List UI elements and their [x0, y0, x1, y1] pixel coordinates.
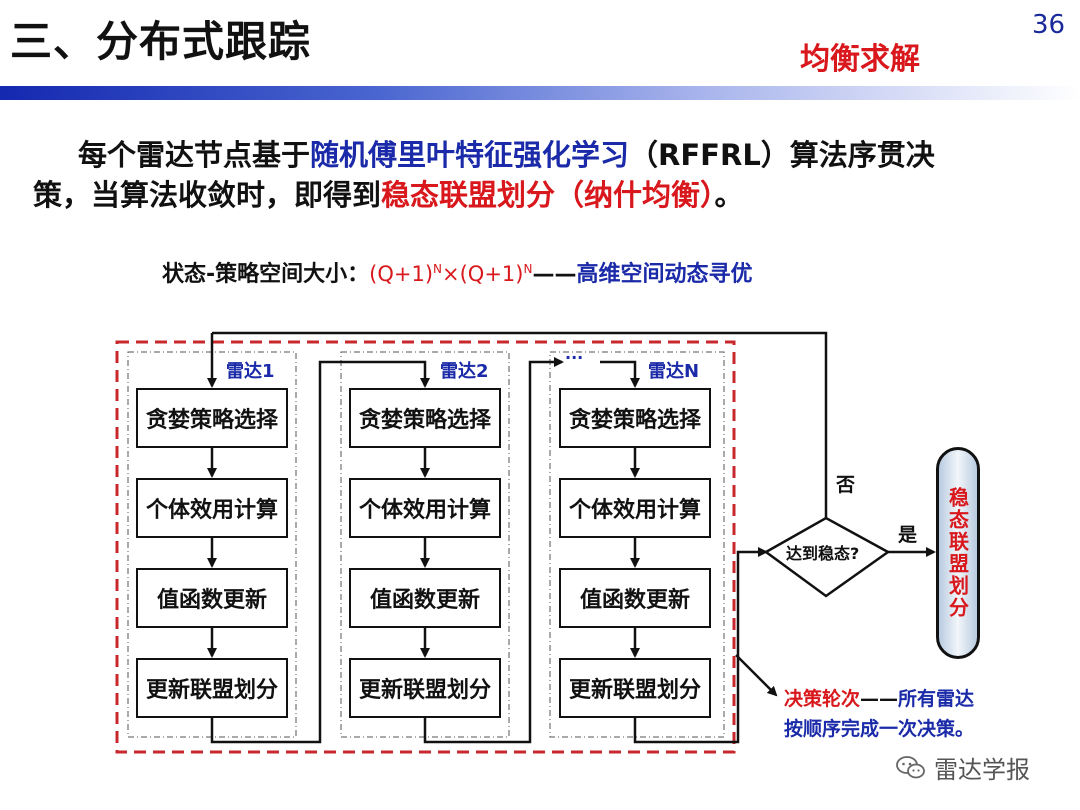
intro-text: （RFFRL）算法序贯决 — [629, 138, 935, 172]
result-box: 稳态联盟划分 — [936, 447, 980, 659]
formula-sup: N — [523, 262, 533, 276]
result-label: 稳态联盟划分 — [945, 487, 970, 619]
step-value-update: 值函数更新 — [349, 568, 501, 628]
intro-method: 随机傅里叶特征强化学习 — [310, 138, 630, 172]
step-value-update: 值函数更新 — [136, 568, 288, 628]
intro-text: 。 — [714, 178, 744, 212]
step-greedy-selection: 贪婪策略选择 — [559, 388, 711, 448]
intro-line-1: 每个雷达节点基于随机傅里叶特征强化学习（RFFRL）算法序贯决 — [78, 132, 935, 174]
decision-label: 达到稳态? — [786, 544, 860, 563]
space-desc: 高维空间动态寻优 — [576, 262, 753, 287]
ellipsis-marker: ... — [565, 344, 584, 363]
intro-line-2: 策，当算法收敛时，即得到稳态联盟划分（纳什均衡）。 — [33, 172, 744, 214]
radar-label-2: 雷达2 — [440, 361, 489, 382]
step-utility-calc: 个体效用计算 — [136, 478, 288, 538]
space-dash: —— — [532, 262, 577, 287]
formula-times: × — [442, 262, 460, 286]
decision-no-label: 否 — [836, 474, 856, 496]
intro-text: 每个雷达节点基于 — [78, 138, 311, 172]
round-dash: —— — [860, 688, 899, 710]
round-note-line-1: 决策轮次——所有雷达 — [784, 684, 974, 711]
connector-lines — [207, 331, 936, 744]
space-size-line: 状态-策略空间大小：(Q+1)N×(Q+1)N——高维空间动态寻优 — [162, 256, 752, 288]
formula-sup: N — [433, 262, 442, 276]
space-formula: (Q+1)N×(Q+1)N — [369, 262, 532, 286]
page-title: 三、分布式跟踪 — [10, 17, 312, 66]
outer-dashed-frame — [115, 340, 736, 754]
header-bar — [0, 86, 1080, 100]
intro-result: 稳态联盟划分（纳什均衡） — [381, 178, 715, 212]
page-number: 36 — [1032, 10, 1066, 40]
step-utility-calc: 个体效用计算 — [559, 478, 711, 538]
radar-label-1: 雷达1 — [226, 361, 275, 382]
step-greedy-selection: 贪婪策略选择 — [349, 388, 501, 448]
round-label: 决策轮次 — [784, 688, 861, 710]
watermark-text: 雷达学报 — [934, 756, 1030, 784]
decision-yes-label: 是 — [898, 524, 918, 546]
step-greedy-selection: 贪婪策略选择 — [136, 388, 288, 448]
radar-label-n: 雷达N — [648, 361, 700, 382]
step-coalition-update: 更新联盟划分 — [349, 658, 501, 718]
space-label: 状态-策略空间大小： — [162, 262, 370, 287]
section-tag: 均衡求解 — [800, 42, 920, 77]
formula-part: (Q+1) — [369, 262, 434, 286]
round-desc: 所有雷达 — [898, 688, 975, 710]
step-utility-calc: 个体效用计算 — [349, 478, 501, 538]
step-value-update: 值函数更新 — [559, 568, 711, 628]
radar-frame-n — [549, 351, 725, 738]
column-arrows — [207, 448, 640, 658]
step-coalition-update: 更新联盟划分 — [136, 658, 288, 718]
wechat-icon — [896, 755, 925, 778]
decision-diamond — [763, 516, 891, 598]
step-coalition-update: 更新联盟划分 — [559, 658, 711, 718]
intro-text: 策，当算法收敛时，即得到 — [33, 178, 382, 212]
watermark: 雷达学报 — [896, 750, 1030, 785]
formula-part: (Q+1) — [459, 262, 524, 286]
round-note-line-2: 按顺序完成一次决策。 — [784, 718, 975, 740]
